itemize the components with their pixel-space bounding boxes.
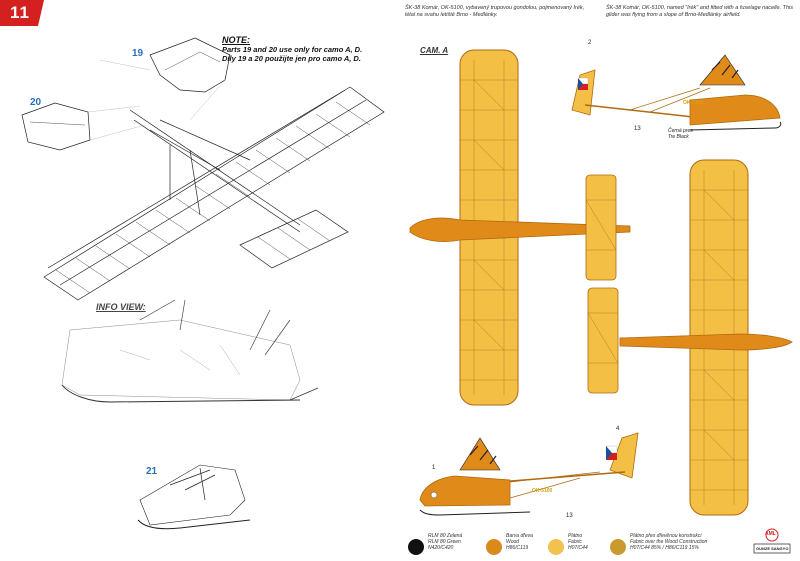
callout-part-21: 21 (146, 466, 158, 477)
legend-swatch-fabric-wood (610, 539, 626, 555)
camo-label: CAM. A (420, 46, 449, 55)
note-line-english: Parts 19 and 20 use only for camo A, D. (222, 45, 363, 54)
marker-4: 4 (616, 426, 620, 432)
bottom-view-glider-2 (587, 159, 793, 516)
legend-swatch-wood (486, 539, 502, 555)
legend-swatch-fabric (548, 539, 564, 555)
note-line-czech: Díly 19 a 20 použijte jen pro camo A, D. (222, 54, 361, 63)
page-number-badge: 11 (0, 0, 44, 26)
brand-logo-text: AML (765, 531, 776, 537)
page-number: 11 (10, 3, 30, 22)
caption-english: ŠK-38 Komár, OK-5100, named "Irék" and f… (606, 5, 794, 18)
legend-wood-cz: Barva dřeva (506, 533, 533, 539)
black-note-czech: Černá pres (668, 128, 693, 134)
legend-item-fabric-wood: Plátno přes dřevěnou konstrukci Fabric o… (630, 533, 748, 551)
legend-green-cz: RLM 80 Zelená (428, 533, 463, 539)
registration-bottom: OK-5100 (532, 488, 553, 494)
legend-fabric-en: Fabric (568, 539, 582, 545)
black-note: Černá pres Tre Black (668, 128, 693, 140)
note-block: NOTE: Parts 19 and 20 use only for camo … (222, 35, 363, 64)
callout-part-20: 20 (30, 97, 42, 108)
legend-fabric-cz: Plátno (568, 533, 583, 539)
tailplane-outline (239, 209, 349, 269)
legend-fabric-code: H07/C44 (568, 545, 588, 551)
legend-green-en: RLM 80 Green (428, 539, 461, 545)
registration-top: OK-5100 (683, 100, 704, 106)
legend-fabric-wood-en: Fabric over the Wood Construction (630, 539, 708, 545)
legend-item-fabric: Plátno Fabric H07/C44 (568, 533, 618, 551)
legend-swatch-green (408, 539, 424, 555)
note-title: NOTE: (222, 35, 250, 45)
gunze-logo-text: GUNZE SANGYO (756, 546, 789, 551)
callout-part-19: 19 (132, 48, 144, 59)
marker-13-top: 13 (634, 126, 641, 132)
part-19-outline (149, 37, 231, 93)
legend-green-code: N420/C420 (428, 545, 454, 551)
side-view-glider-bottom (419, 432, 639, 516)
brand-logo-graphic (753, 528, 791, 554)
marker-1: 1 (432, 465, 436, 471)
marker-13-bottom: 13 (566, 513, 573, 519)
wing-spar-front (47, 89, 346, 269)
camo-drawings (409, 49, 793, 516)
legend-item-wood: Barva dřeva Wood H86/C119 (506, 533, 566, 551)
part-21-drawing (137, 464, 251, 530)
legend-item-green: RLM 80 Zelená RLM 80 Green N420/C420 (428, 533, 488, 551)
black-note-english: Tre Black (668, 134, 689, 140)
legend-wood-code: H86/C119 (506, 545, 529, 551)
info-view-drawing (61, 299, 319, 403)
assembly-drawing (21, 37, 385, 530)
legend-fabric-wood-cz: Plátno přes dřevěnou konstrukci (630, 533, 702, 539)
top-view-glider-1 (409, 49, 631, 406)
wing-spar-rear (59, 99, 367, 286)
brand-logos: AML GUNZE SANGYO (752, 528, 792, 554)
wing-ribs (55, 101, 371, 294)
info-view-title: INFO VIEW: (96, 302, 146, 312)
main-wing-outline (43, 86, 385, 301)
page-number-shape (0, 0, 44, 26)
marker-2: 2 (588, 40, 592, 46)
side-view-glider-top (571, 54, 782, 131)
legend-wood-en: Wood (506, 539, 520, 545)
legend-fabric-wood-code: H07/C44 85% / H86/C119 15% (630, 545, 699, 551)
caption-czech: ŠK-38 Komár, OK-5100, vybavený trupovou … (405, 5, 585, 18)
part-20-outline (21, 102, 91, 151)
